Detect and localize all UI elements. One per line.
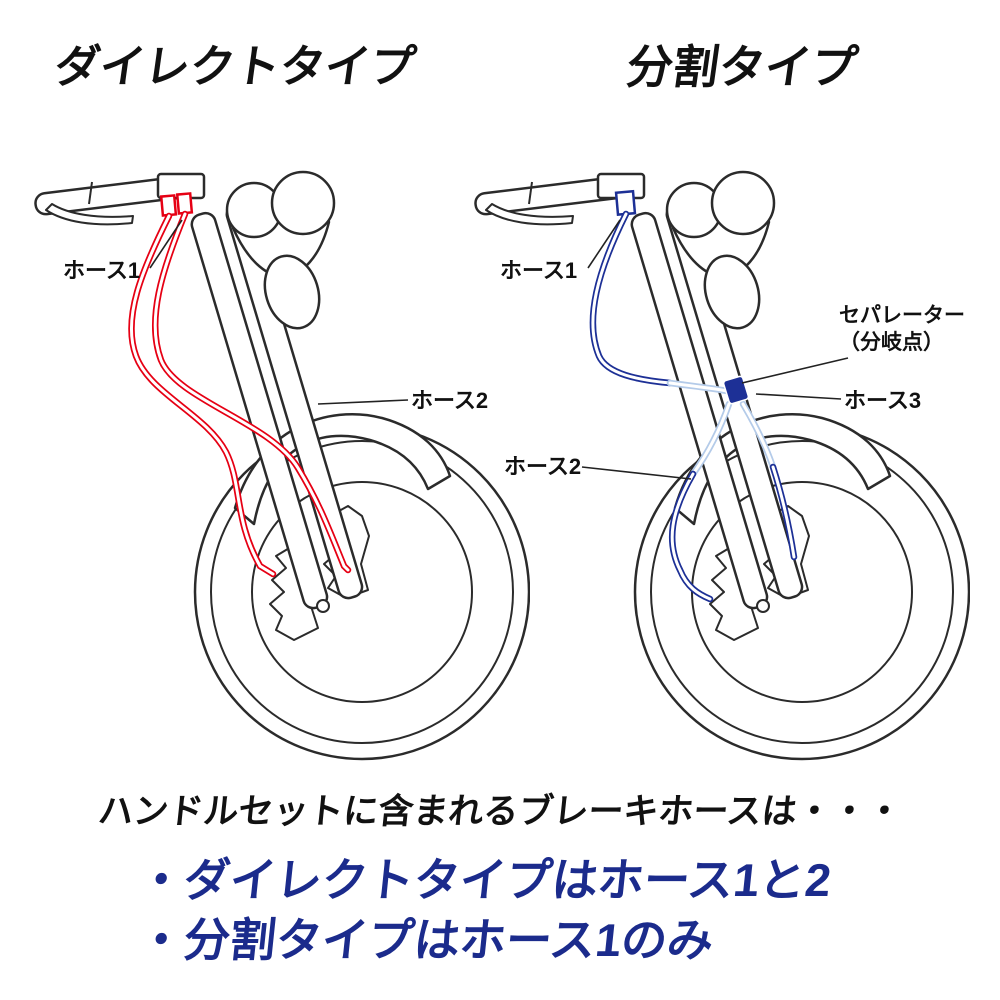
hose1-core [129, 214, 275, 576]
hose3-core [771, 465, 796, 559]
hose2-leader-line [317, 399, 409, 405]
separator-leader-line [741, 357, 849, 384]
separator-label-line2: （分岐点） [839, 330, 944, 354]
split-type-diagram: ホース1 セパレーター （分岐点） ホース3 ホース2 [473, 170, 970, 761]
footer-bullet-split: ・分割タイプはホース1のみ [135, 914, 717, 966]
hose1-core [591, 212, 672, 385]
hose1-label: ホース1 [500, 258, 577, 283]
footer-bullet-direct: ・ダイレクトタイプはホース1と2 [135, 854, 834, 906]
hose1-behind-fork-core [668, 381, 729, 393]
hose2-core [670, 472, 712, 601]
footer-intro: ハンドルセットに含まれるブレーキホースは・・・ [96, 792, 904, 831]
split-type-title: 分割タイプ [623, 41, 861, 93]
hose2-leader-line [581, 466, 692, 480]
hose2-behind-fork-core [691, 402, 731, 476]
hose1-leader-line [149, 219, 183, 269]
direct-type-title: ダイレクトタイプ [51, 41, 419, 92]
hose2-label: ホース2 [504, 454, 581, 479]
hose1-label: ホース1 [63, 258, 140, 283]
direct-type-diagram: ホース1 ホース2 [33, 170, 530, 761]
hose2-core [153, 212, 350, 572]
hose3-label: ホース3 [844, 388, 921, 413]
hose3-behind-fork-core [741, 402, 775, 469]
hose2-label: ホース2 [411, 388, 488, 413]
separator-label-line1: セパレーター [839, 304, 965, 327]
hose3-leader-line [755, 393, 842, 400]
hose1-fitting [159, 194, 178, 217]
hose1-leader-line [587, 219, 621, 269]
hose2-fitting [175, 192, 194, 215]
